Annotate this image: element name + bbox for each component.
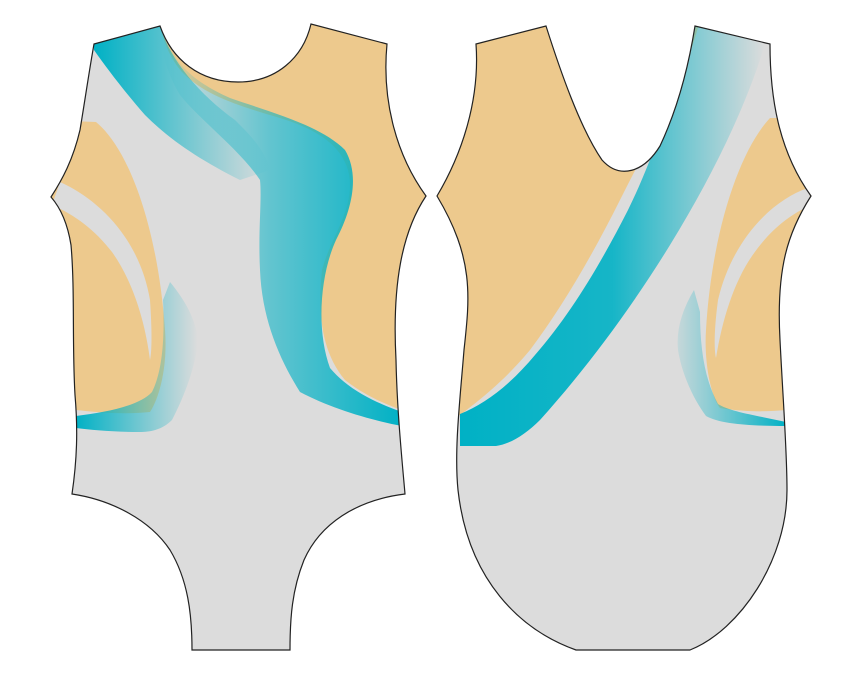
back-waist-teal	[677, 290, 786, 426]
front-view	[50, 23, 427, 651]
back-view	[436, 25, 812, 651]
front-right-skin-panel	[160, 24, 426, 420]
front-outline	[50, 23, 427, 651]
back-outline	[436, 25, 812, 651]
front-shoulder-teal	[94, 26, 270, 180]
front-left-silver-arc	[52, 182, 152, 360]
back-right-silver-arc	[714, 188, 811, 358]
front-waist-teal	[76, 282, 198, 432]
back-teal-sash	[460, 26, 765, 446]
